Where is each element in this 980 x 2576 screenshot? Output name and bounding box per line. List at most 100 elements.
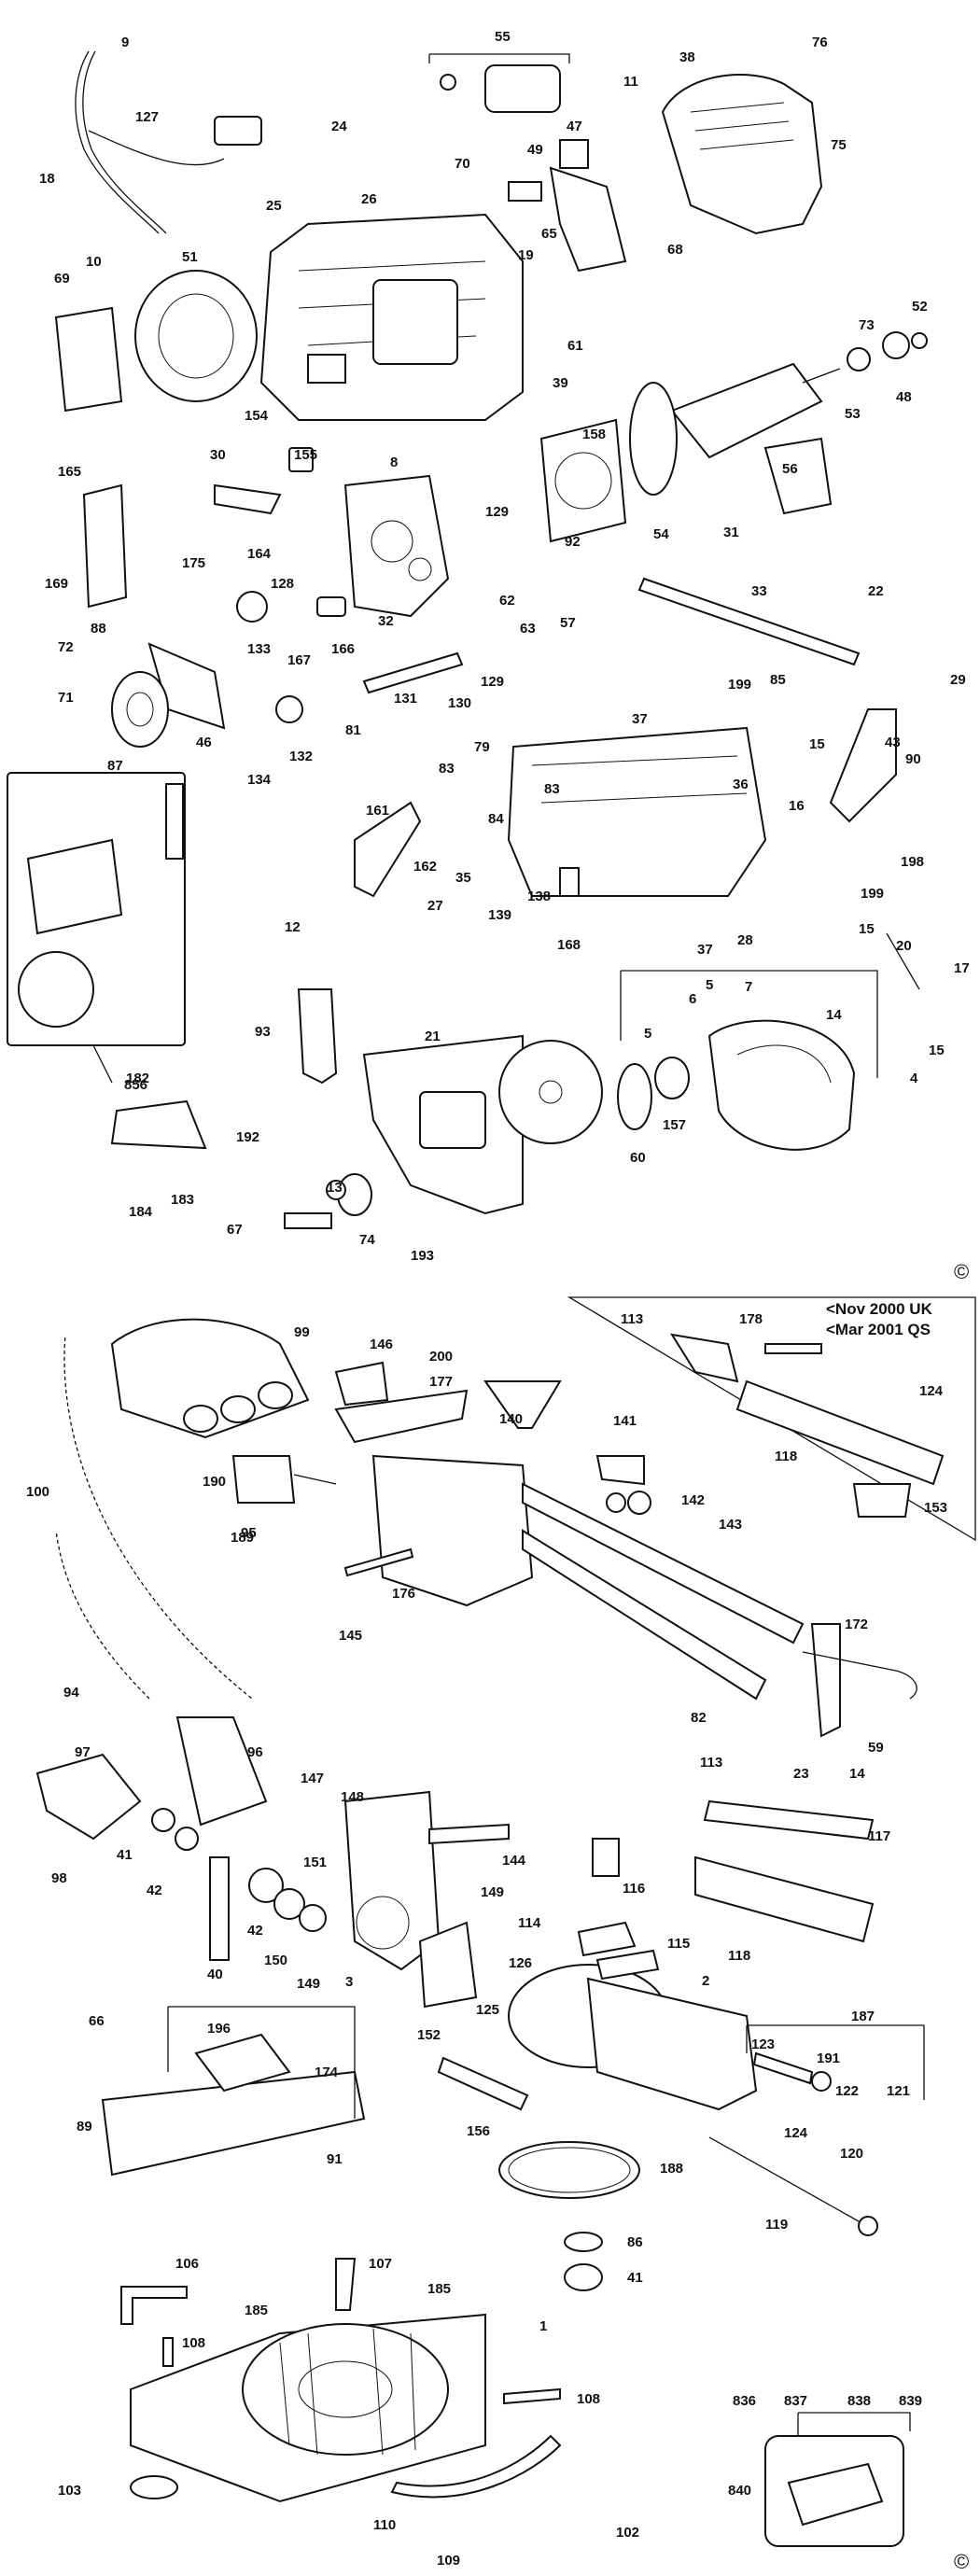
callout-169: 169 xyxy=(45,576,68,592)
callout-161: 161 xyxy=(366,803,389,819)
callout-189: 189 xyxy=(231,1530,254,1546)
callout-126: 126 xyxy=(509,1955,532,1971)
callout-37: 37 xyxy=(697,942,713,958)
callout-83: 83 xyxy=(544,781,560,797)
callout-129: 129 xyxy=(485,504,509,520)
copyright-mark-top: © xyxy=(954,1260,969,1283)
top-callouts: 9 127 55 11 38 76 75 18 10 24 25 26 70 4… xyxy=(39,29,970,1264)
callout-167: 167 xyxy=(287,652,311,668)
callout-15: 15 xyxy=(809,736,825,752)
callout-129: 129 xyxy=(481,674,504,690)
callout-125: 125 xyxy=(476,2002,499,2018)
callout-166: 166 xyxy=(331,641,355,657)
callout-13: 13 xyxy=(327,1180,343,1196)
callout-116: 116 xyxy=(623,1881,645,1897)
callout-62: 62 xyxy=(499,593,515,609)
callout-43: 43 xyxy=(885,735,901,750)
callout-165: 165 xyxy=(58,464,81,480)
callout-95: 95 xyxy=(241,1525,257,1541)
callout-108: 108 xyxy=(577,2391,600,2407)
callout-144: 144 xyxy=(502,1853,526,1869)
callout-52: 52 xyxy=(912,299,928,315)
callout-86: 86 xyxy=(627,2234,643,2250)
callout-157: 157 xyxy=(663,1117,686,1133)
callout-76: 76 xyxy=(812,35,828,50)
callout-113: 113 xyxy=(700,1755,722,1771)
callout-177: 177 xyxy=(429,1374,453,1390)
callout-199: 199 xyxy=(728,677,751,693)
callout-57: 57 xyxy=(560,615,576,631)
callout-150: 150 xyxy=(264,1953,287,1968)
callout-63: 63 xyxy=(520,621,536,637)
callout-41: 41 xyxy=(117,1847,133,1863)
callout-156: 156 xyxy=(467,2123,490,2139)
callout-113: 113 xyxy=(621,1311,643,1327)
callout-123: 123 xyxy=(751,2037,775,2052)
callout-60: 60 xyxy=(630,1150,646,1166)
callout-117: 117 xyxy=(868,1828,890,1844)
callout-3: 3 xyxy=(345,1974,353,1990)
callout-17: 17 xyxy=(954,960,970,976)
callout-856: 856 xyxy=(124,1077,147,1093)
callout-93: 93 xyxy=(255,1024,271,1040)
bottom-section-drawing xyxy=(35,1296,976,2547)
callout-32: 32 xyxy=(378,613,394,629)
callout-154: 154 xyxy=(245,408,269,424)
callout-200: 200 xyxy=(429,1349,453,1365)
callout-92: 92 xyxy=(565,534,581,550)
callout-49: 49 xyxy=(527,142,543,158)
callout-121: 121 xyxy=(887,2083,910,2099)
callout-14: 14 xyxy=(826,1007,842,1023)
callout-191: 191 xyxy=(817,2051,840,2066)
callout-26: 26 xyxy=(361,191,377,207)
callout-102: 102 xyxy=(616,2525,639,2541)
callout-110: 110 xyxy=(373,2517,396,2533)
callout-42: 42 xyxy=(147,1883,162,1898)
callout-840: 840 xyxy=(728,2483,751,2499)
callout-193: 193 xyxy=(411,1248,434,1264)
callout-188: 188 xyxy=(660,2161,683,2177)
callout-1: 1 xyxy=(539,2318,547,2334)
callout-22: 22 xyxy=(868,583,884,599)
callout-107: 107 xyxy=(369,2256,392,2272)
callout-39: 39 xyxy=(553,375,568,391)
callout-94: 94 xyxy=(63,1685,79,1701)
callout-103: 103 xyxy=(58,2483,81,2499)
callout-20: 20 xyxy=(896,938,912,954)
callout-164: 164 xyxy=(247,546,272,562)
callout-149: 149 xyxy=(481,1884,504,1900)
callout-47: 47 xyxy=(567,119,582,134)
callout-21: 21 xyxy=(425,1029,441,1044)
callout-88: 88 xyxy=(91,621,106,637)
callout-8: 8 xyxy=(390,455,398,470)
callout-837: 837 xyxy=(784,2393,807,2409)
callout-29: 29 xyxy=(950,672,966,688)
callout-16: 16 xyxy=(789,798,805,814)
callout-187: 187 xyxy=(851,2009,875,2024)
callout-53: 53 xyxy=(845,406,861,422)
copyright-mark-bottom: © xyxy=(954,2550,969,2573)
callout-31: 31 xyxy=(723,525,739,540)
callout-168: 168 xyxy=(557,937,581,953)
callout-19: 19 xyxy=(518,247,534,263)
revision-note-qs: <Mar 2001 QS xyxy=(826,1321,931,1338)
callout-89: 89 xyxy=(77,2119,92,2135)
callout-106: 106 xyxy=(175,2256,199,2272)
callout-138: 138 xyxy=(527,889,551,904)
callout-81: 81 xyxy=(345,722,361,738)
callout-199: 199 xyxy=(861,886,884,902)
callout-82: 82 xyxy=(691,1710,707,1726)
callout-73: 73 xyxy=(859,317,875,333)
callout-118: 118 xyxy=(728,1948,750,1964)
callout-98: 98 xyxy=(51,1870,67,1886)
callout-5: 5 xyxy=(706,977,713,993)
callout-172: 172 xyxy=(845,1617,868,1632)
callout-87: 87 xyxy=(107,758,123,774)
callout-54: 54 xyxy=(653,526,669,542)
callout-83: 83 xyxy=(439,761,455,777)
callout-149: 149 xyxy=(297,1976,320,1992)
callout-5: 5 xyxy=(644,1026,651,1042)
callout-114: 114 xyxy=(518,1915,541,1931)
callout-4: 4 xyxy=(910,1071,918,1086)
callout-836: 836 xyxy=(733,2393,756,2409)
